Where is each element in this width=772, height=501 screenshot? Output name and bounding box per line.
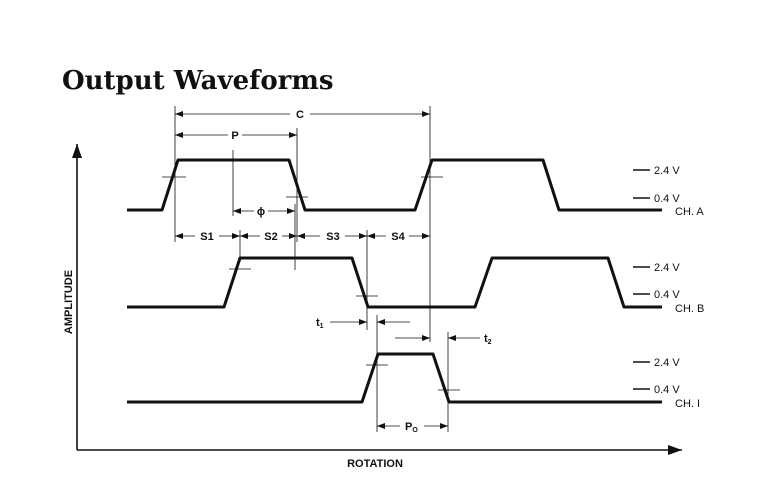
label-t1-sub: 1	[320, 323, 324, 330]
label-t2-sub: 2	[488, 339, 492, 346]
channel-b-labels: 2.4 V 0.4 V CH. B	[633, 262, 704, 315]
label-t1-main: t	[316, 317, 320, 329]
label-po-sub: O	[412, 427, 418, 434]
ch-b-high: 2.4 V	[654, 262, 680, 274]
page-title: Output Waveforms	[62, 66, 334, 96]
dimension-arrows	[175, 111, 480, 429]
label-s2: S2	[264, 231, 277, 243]
label-t1: t1	[316, 317, 324, 330]
extension-lines	[174, 106, 449, 432]
label-t2: t2	[484, 333, 492, 346]
x-axis-label: ROTATION	[347, 458, 403, 470]
ch-i-name: CH. I	[675, 398, 700, 410]
label-p: P	[231, 130, 238, 142]
ch-a-name: CH. A	[675, 206, 704, 218]
label-s1: S1	[200, 231, 213, 243]
ch-i-high: 2.4 V	[654, 357, 680, 369]
channel-i-waveform	[127, 352, 662, 404]
ch-i-low: 0.4 V	[654, 384, 680, 396]
ch-b-name: CH. B	[675, 303, 704, 315]
label-po-main: P	[405, 421, 412, 433]
label-phi: ϕ	[257, 206, 265, 218]
channel-i-labels: 2.4 V 0.4 V CH. I	[633, 357, 700, 410]
ch-a-high: 2.4 V	[654, 165, 680, 177]
label-c: C	[296, 109, 304, 121]
channel-b-waveform	[127, 256, 662, 309]
channel-a-waveform	[127, 158, 662, 212]
channel-a-labels: 2.4 V 0.4 V CH. A	[633, 165, 704, 218]
ch-a-low: 0.4 V	[654, 193, 680, 205]
threshold-ticks	[162, 176, 460, 391]
label-s3: S3	[326, 231, 339, 243]
y-axis-label: AMPLITUDE	[63, 270, 75, 334]
ch-b-low: 0.4 V	[654, 289, 680, 301]
label-s4: S4	[391, 231, 405, 243]
label-t2-main: t	[484, 333, 488, 345]
label-po: PO	[405, 421, 418, 434]
